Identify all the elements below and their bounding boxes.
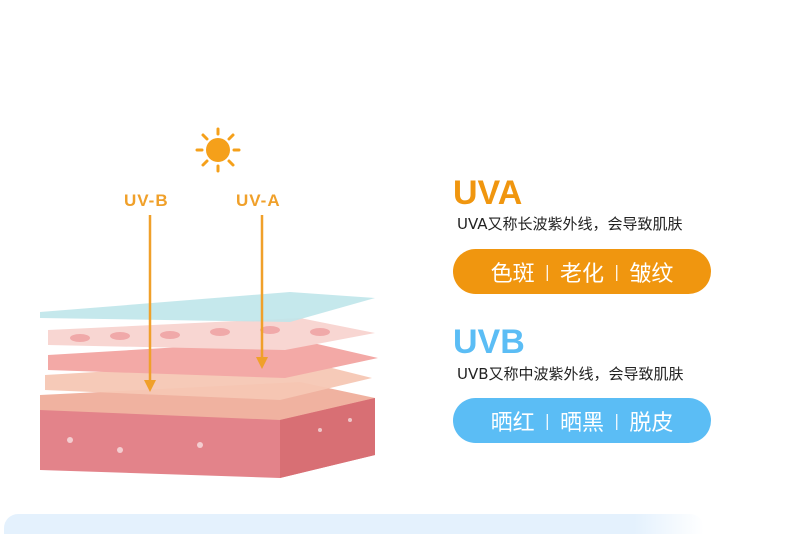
sun-icon [195, 127, 241, 173]
separator: | [544, 262, 550, 281]
separator: | [614, 262, 620, 281]
uvb-effect: 晒黑 [559, 410, 604, 436]
uvb-label: UV-B [124, 191, 169, 210]
separator: | [614, 411, 620, 430]
uva-effect: 皱纹 [629, 261, 674, 287]
uva-description: UVA又称长波紫外线，会导致肌肤 [457, 215, 683, 233]
uva-effect: 老化 [559, 261, 604, 287]
uva-title: UVA [453, 174, 523, 212]
epidermis-top-layer [40, 292, 375, 322]
uva-effect: 色斑 [490, 261, 535, 287]
uvb-description: UVB又称中波紫外线，会导致肌肤 [457, 365, 684, 383]
uva-label: UV-A [236, 191, 281, 210]
separator: | [544, 411, 550, 430]
uvb-title: UVB [453, 323, 525, 361]
bottom-panel-edge [4, 514, 704, 534]
uvb-effect: 晒红 [490, 410, 535, 436]
uva-effects-pill: 色斑 | 老化 | 皱纹 [453, 249, 711, 294]
skin-layers-illustration: UV-B UV-A [40, 127, 378, 478]
uvb-effect: 脱皮 [629, 410, 674, 436]
uvb-effects-pill: 晒红 | 晒黑 | 脱皮 [453, 398, 711, 443]
